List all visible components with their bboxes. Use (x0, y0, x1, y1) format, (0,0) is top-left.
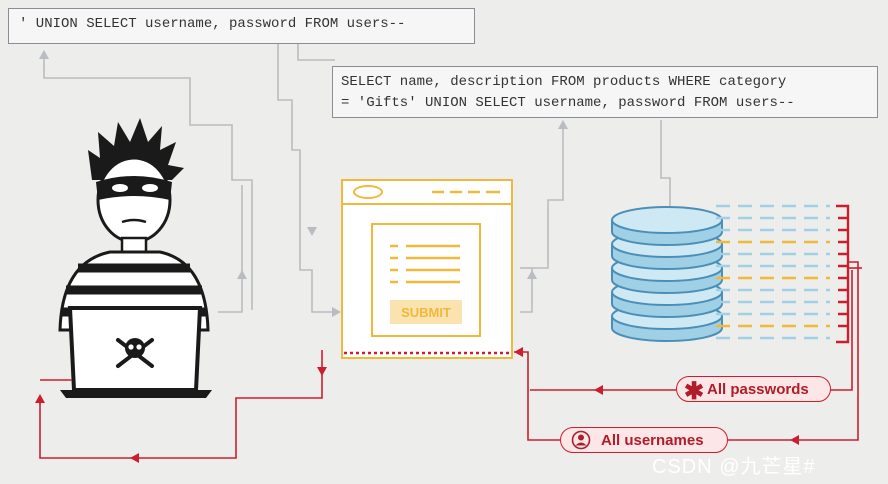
resulting-query-line1: SELECT name, description FROM products W… (341, 74, 787, 90)
response-arrows (35, 347, 799, 463)
injection-payload-box: ' UNION SELECT username, password FROM u… (8, 8, 475, 44)
injection-payload-text: ' UNION SELECT username, password FROM u… (19, 16, 406, 32)
all-passwords-label: All passwords (707, 380, 809, 398)
browser-window (341, 179, 513, 359)
resulting-query-line2: = 'Gifts' UNION SELECT username, passwor… (341, 95, 795, 111)
data-table-rows (716, 204, 830, 340)
table-bracket (836, 204, 850, 344)
asterisk-icon: ✱ (684, 378, 705, 405)
database-icon (611, 206, 723, 342)
submit-label: SUBMIT (401, 304, 451, 320)
all-passwords-badge: ✱ All passwords (676, 376, 831, 405)
watermark: CSDN @九芒星# (652, 456, 816, 478)
all-usernames-badge: All usernames (560, 427, 728, 453)
request-paths (43, 8, 671, 313)
user-icon (571, 430, 591, 450)
submit-button[interactable]: SUBMIT (390, 300, 462, 324)
skull-icon (116, 338, 154, 368)
hacker-icon (58, 118, 212, 398)
all-usernames-label: All usernames (601, 431, 704, 449)
resulting-query-box: SELECT name, description FROM products W… (332, 66, 878, 118)
